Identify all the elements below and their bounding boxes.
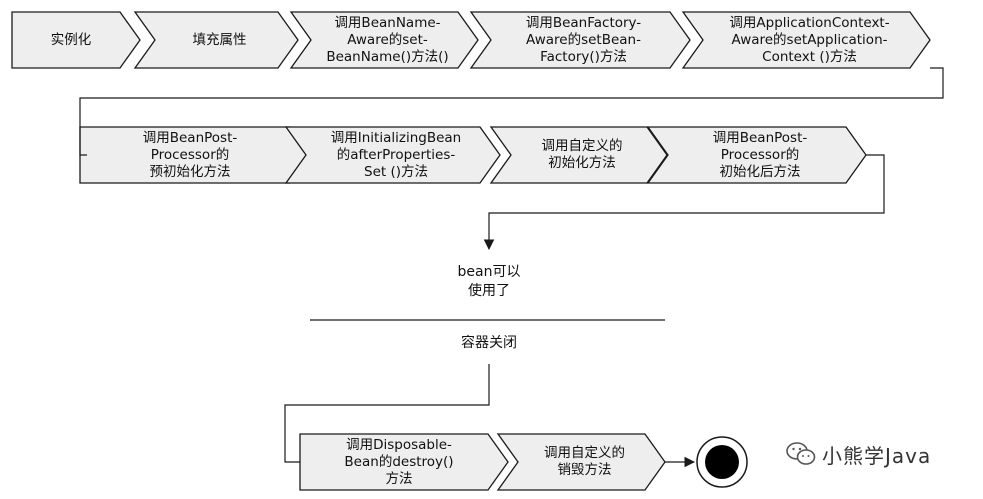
step-bean-name-aware-shape bbox=[289, 11, 479, 69]
step-initializing-bean-shape bbox=[284, 126, 501, 184]
watermark-text: 小熊学Java bbox=[822, 443, 932, 468]
bean-ready-label: bean可以 使用了 bbox=[457, 264, 521, 299]
step-disposable-bean-shape bbox=[299, 433, 509, 491]
watermark: 小熊学Java bbox=[786, 438, 931, 470]
container-shutdown-label: 容器关闭 bbox=[461, 335, 517, 351]
step-custom-destroy-shape bbox=[496, 433, 666, 491]
wechat-icon bbox=[786, 442, 816, 465]
connector-shutdown-to-row3 bbox=[284, 364, 490, 463]
step-custom-init-shape bbox=[489, 126, 668, 184]
step-instantiate-shape bbox=[11, 11, 141, 69]
end-node bbox=[696, 436, 748, 488]
step-post-processor-before-shape bbox=[79, 126, 311, 184]
connector-row2-to-ready bbox=[483, 154, 885, 251]
step-bean-factory-aware-shape bbox=[469, 11, 691, 69]
connector-row1-to-row2 bbox=[79, 67, 944, 156]
step-post-processor-after-shape bbox=[646, 126, 867, 184]
step-app-context-aware-shape bbox=[681, 11, 931, 69]
step-populate-shape bbox=[133, 11, 299, 69]
